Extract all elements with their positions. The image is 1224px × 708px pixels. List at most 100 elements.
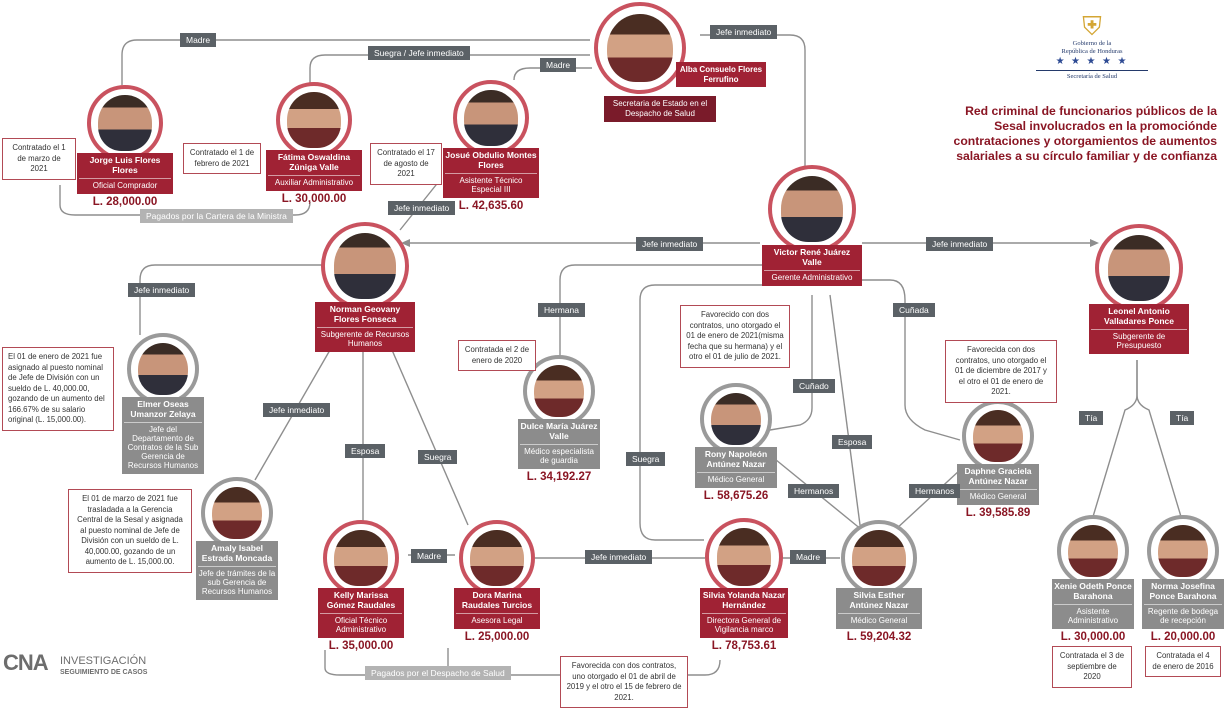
- salary-silvia-yolanda: L. 78,753.61: [711, 639, 777, 652]
- relation-hermanos-rony: Hermanos: [788, 484, 840, 498]
- note-jorge: Contratado el 1 de marzo de 2021: [2, 138, 76, 180]
- note-elmer: El 01 de enero de 2021 fue asignado al p…: [2, 347, 114, 431]
- coat-of-arms-icon: ⛨: [1082, 12, 1102, 41]
- cna-line-1: INVESTIGACIÓN: [60, 655, 147, 667]
- role-victor: Gerente Administrativo: [764, 269, 860, 282]
- name-norma: Norma Josefina Ponce Barahona: [1149, 581, 1217, 601]
- role-fatima: Auxiliar Administrativo: [268, 174, 360, 187]
- portrait-icon: [973, 409, 1023, 463]
- relation-hermana: Hermana: [538, 303, 585, 317]
- logo-line-1: Gobierno de la: [1072, 40, 1112, 47]
- note-silvia-yolanda: Favorecida con dos contratos, uno otorga…: [560, 656, 688, 708]
- name-dulce: Dulce María Juárez Valle: [520, 421, 598, 441]
- name-jorge: Jorge Luis Flores Flores: [89, 155, 161, 175]
- relation-tia-norma: Tía: [1170, 411, 1195, 425]
- role-leonel: Subgerente de Presupuesto: [1091, 328, 1187, 350]
- relation-jefe-silvia: Jefe inmediato: [585, 550, 653, 564]
- logo-line-2: República de Honduras: [1061, 47, 1123, 55]
- portrait-icon: [138, 342, 188, 396]
- role-elmer: Jefe del Departamento de Contratos de la…: [124, 421, 202, 471]
- salary-xenie: L. 30,000.00: [1060, 630, 1126, 643]
- name-silvia-yolanda: Silvia Yolanda Nazar Hernández: [702, 590, 786, 610]
- note-fatima: Contratado el 1 de febrero de 2021: [183, 143, 261, 175]
- relation-hermanos-daphne: Hermanos: [909, 484, 961, 498]
- role-jorge: Oficial Comprador: [79, 177, 171, 190]
- portrait-icon: [333, 233, 397, 299]
- portrait-icon: [534, 364, 584, 418]
- relation-madre-kelly: Madre: [411, 549, 448, 563]
- role-kelly: Oficial Técnico Administrativo: [320, 612, 402, 634]
- name-kelly: Kelly Marissa Gómez Raudales: [326, 590, 396, 610]
- relation-jefe-norman: Jefe inmediato: [636, 237, 704, 251]
- role-silvia-yolanda: Directora General de Vigilancia marco: [702, 612, 786, 634]
- role-xenie: Asistente Administrativo: [1054, 603, 1132, 625]
- name-amaly: Amaly Isabel Estrada Moncada: [201, 543, 273, 563]
- name-elmer: Elmer Oseas Umanzor Zelaya: [130, 399, 196, 419]
- relation-jefe-alba: Jefe inmediato: [710, 25, 778, 39]
- salary-daphne: L. 39,585.89: [965, 506, 1031, 519]
- role-norma: Regente de bodega de recepción: [1144, 603, 1222, 625]
- salary-josue: L. 42,635.60: [458, 199, 524, 212]
- portrait-icon: [464, 90, 518, 146]
- role-dulce: Médico especialista de guardia: [520, 443, 598, 465]
- note-amaly: El 01 de marzo de 2021 fue trasladada a …: [68, 489, 192, 573]
- role-alba: Secretaria de Estado en el Despacho de S…: [604, 96, 716, 122]
- relation-jefe-leonel: Jefe inmediato: [926, 237, 994, 251]
- role-daphne: Médico General: [959, 488, 1037, 501]
- relation-jefe-elmer: Jefe inmediato: [128, 283, 196, 297]
- name-norman: Norman Geovany Flores Fonseca: [329, 304, 401, 324]
- name-leonel: Leonel Antonio Valladares Ponce: [1104, 306, 1174, 326]
- portrait-icon: [98, 95, 152, 151]
- role-dora: Asesora Legal: [456, 612, 538, 625]
- portrait-icon: [607, 13, 673, 83]
- name-rony: Rony Napoleón Antúnez Nazar: [704, 449, 768, 469]
- name-fatima: Fátima Oswaldina Zúniga Valle: [277, 152, 351, 172]
- relation-jefe-amaly: Jefe inmediato: [263, 403, 331, 417]
- portrait-icon: [470, 530, 524, 586]
- cna-logo: CNA INVESTIGACIÓN SEGUIMIENTO DE CASOS: [3, 650, 163, 686]
- note-josue: Contratado el 17 de agosto de 2021: [370, 143, 442, 185]
- portrait-icon: [716, 528, 772, 586]
- salary-fatima: L. 30,000.00: [281, 192, 347, 205]
- relation-esposa-kelly: Esposa: [345, 444, 386, 458]
- portrait-icon: [852, 530, 906, 586]
- role-josue: Asistente Técnico Especial III: [445, 172, 537, 194]
- role-silvia-esther: Médico General: [838, 612, 920, 625]
- paid-ministra: Pagados por la Cartera de la Ministra: [140, 209, 293, 223]
- relation-suegra-jefe: Suegra / Jefe inmediato: [368, 46, 470, 60]
- relation-madre-silvia: Madre: [790, 550, 827, 564]
- cna-mark: CNA: [3, 650, 49, 675]
- name-alba: Alba Consuelo Flores Ferrufino: [679, 65, 763, 84]
- tag-alba-name: Alba Consuelo Flores Ferrufino: [676, 62, 766, 88]
- portrait-icon: [780, 176, 844, 242]
- name-daphne: Daphne Graciela Antúnez Nazar: [964, 466, 1032, 486]
- note-norma: Contratada el 4 de enero de 2016: [1145, 646, 1221, 678]
- relation-suegra-dora: Suegra: [418, 450, 458, 464]
- relation-cunado: Cuñado: [793, 379, 835, 393]
- salary-norma: L. 20,000.00: [1150, 630, 1216, 643]
- portrait-icon: [1107, 235, 1171, 301]
- logo-line-3: Secretaría de Salud: [1036, 69, 1148, 81]
- name-xenie: Xenie Odeth Ponce Barahona: [1054, 581, 1132, 601]
- stars-icon: ★ ★ ★ ★ ★: [1055, 55, 1129, 67]
- relation-madre: Madre: [180, 33, 217, 47]
- portrait-icon: [1158, 524, 1208, 578]
- name-silvia-esther: Silvia Esther Antúnez Nazar: [849, 590, 909, 610]
- cna-line-2: SEGUIMIENTO DE CASOS: [60, 669, 148, 676]
- name-dora: Dora Marina Raudales Turcios: [461, 590, 533, 610]
